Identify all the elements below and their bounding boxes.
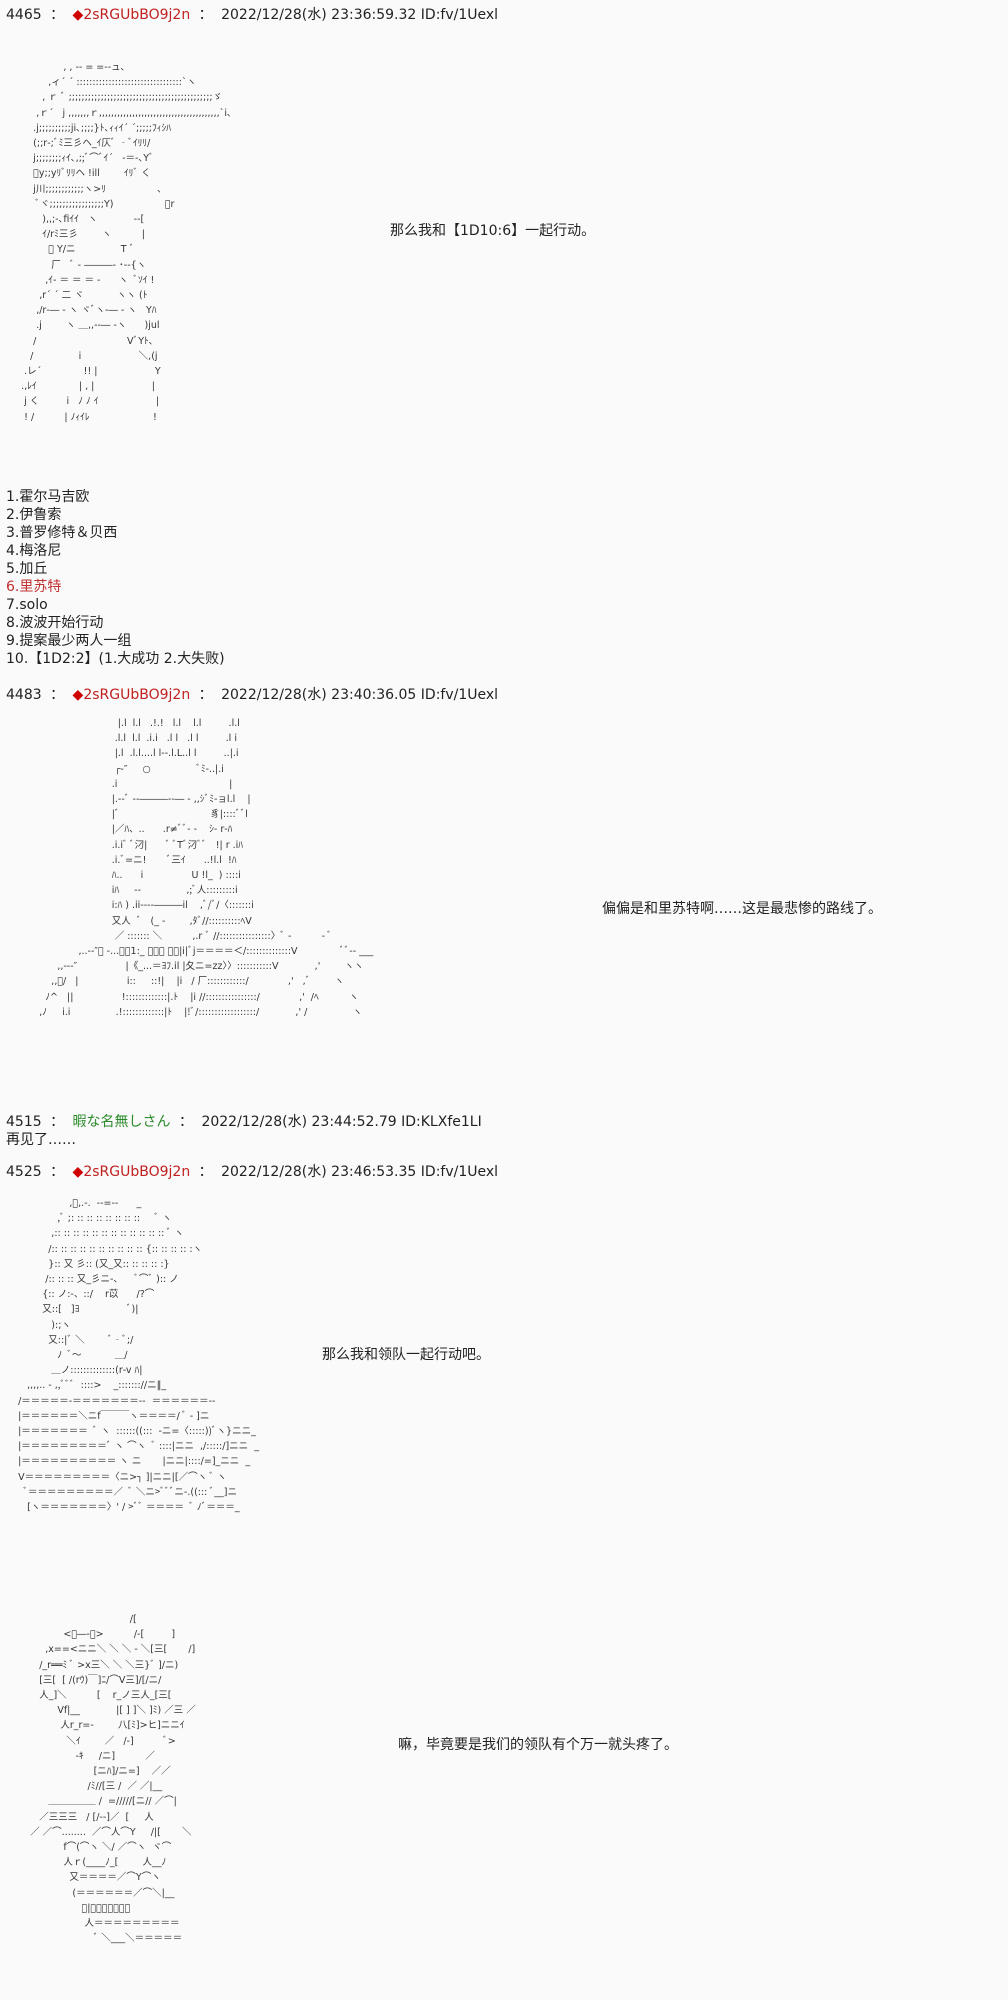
separator: ： (179, 1114, 193, 1130)
post-datetime: 2022/12/28(水) 23:40:36.05 (221, 687, 417, 703)
ascii-art: ,ﾞ,.-. -‐=‐- _ ,ﾞ ;: :: :: :: :: :: :: :… (18, 1198, 259, 1514)
choice-item: 4.梅洛尼 (6, 543, 62, 559)
trip-code: 2sRGUbBO9j2n (83, 7, 191, 23)
trip-diamond-icon: ◆ (72, 687, 84, 703)
separator: ： (50, 1164, 65, 1180)
post-id: ID:KLXfe1LI (401, 1114, 482, 1130)
choice-item: 8.波波开始行动 (6, 615, 104, 631)
post-number[interactable]: 4525 (6, 1164, 42, 1180)
post-header-4525: 4525 ： ◆2sRGUbBO9j2n ： 2022/12/28(水) 23:… (6, 1163, 498, 1181)
poster-name: ◆2sRGUbBO9j2n (73, 7, 191, 23)
choice-item: 7.solo (6, 597, 48, 613)
dialogue-text: 偏偏是和里苏特啊……这是最悲惨的路线了。 (602, 901, 882, 917)
post-id: ID:fv/1Uexl (420, 7, 499, 23)
separator: ： (50, 687, 65, 703)
post-id: ID:fv/1Uexl (420, 1164, 499, 1180)
trip-code: 2sRGUbBO9j2n (83, 1164, 191, 1180)
choice-item: 5.加丘 (6, 561, 48, 577)
trip-diamond-icon: ◆ (72, 7, 84, 23)
choice-item: 1.霍尔马吉欧 (6, 489, 90, 505)
post-header-4483: 4483 ： ◆2sRGUbBO9j2n ： 2022/12/28(水) 23:… (6, 686, 498, 704)
post-number[interactable]: 4483 (6, 687, 42, 703)
post-header-4465: 4465 ： ◆2sRGUbBO9j2n ： 2022/12/28(水) 23:… (6, 6, 498, 24)
post-datetime: 2022/12/28(水) 23:36:59.32 (221, 7, 417, 23)
poster-name: 暇な名無しさん (72, 1114, 171, 1130)
dialogue-text: 那么我和领队一起行动吧。 (322, 1347, 490, 1363)
post-header-4515: 4515 ： 暇な名無しさん ： 2022/12/28(水) 23:44:52.… (6, 1113, 482, 1131)
choice-item-selected: 6.里苏特 (6, 579, 62, 595)
choice-item: 9.提案最少两人一组 (6, 633, 132, 649)
post-body: 再见了…… (6, 1132, 76, 1148)
separator: ： (198, 1164, 213, 1180)
ascii-art: /[ <ﾞ―‐ﾞ> /‐[ ] ,x==<ニニ＼ ＼ ＼ ‐ ＼[三[ /] /… (30, 1614, 196, 1945)
separator: ： (50, 1114, 65, 1130)
choice-item: 2.伊鲁索 (6, 507, 62, 523)
dialogue-text: 那么我和【1D10:6】一起行动。 (390, 223, 596, 239)
post-datetime: 2022/12/28(水) 23:46:53.35 (221, 1164, 417, 1180)
poster-name: ◆2sRGUbBO9j2n (73, 1164, 191, 1180)
choice-item: 3.普罗修特＆贝西 (6, 525, 118, 541)
post-datetime: 2022/12/28(水) 23:44:52.79 (201, 1114, 397, 1130)
ascii-art: |.l l.l .!.! l.l l.l .l.l .l.l l.l .i.i … (39, 718, 374, 1018)
poster-name: ◆2sRGUbBO9j2n (73, 687, 191, 703)
post-id: ID:fv/1Uexl (420, 687, 499, 703)
post-number[interactable]: 4465 (6, 7, 42, 23)
choice-list: 1.霍尔马吉欧 2.伊鲁索 3.普罗修特＆贝西 4.梅洛尼 5.加丘 6.里苏特… (6, 488, 225, 668)
trip-code: 2sRGUbBO9j2n (83, 687, 191, 703)
trip-diamond-icon: ◆ (72, 1164, 84, 1180)
dialogue-text: 嘛，毕竟要是我们的领队有个万一就头疼了。 (398, 1737, 678, 1753)
separator: ： (198, 7, 213, 23)
post-number[interactable]: 4515 (6, 1114, 42, 1130)
choice-item: 10.【1D2:2】(1.大成功 2.大失败) (6, 651, 225, 667)
separator: ： (198, 687, 213, 703)
ascii-art: , , -‐ = =‐-ュ､ ,ィ´ ´ :::::::::::::::::::… (21, 62, 232, 423)
separator: ： (50, 7, 65, 23)
